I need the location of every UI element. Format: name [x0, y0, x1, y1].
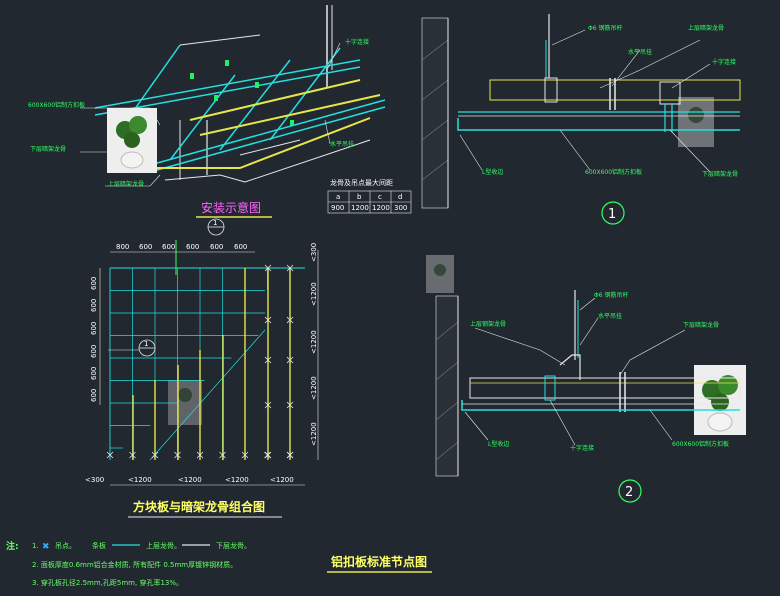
table-value-a: 900	[331, 204, 344, 212]
table-value-c: 1200	[372, 204, 390, 212]
hanger-cross	[219, 451, 226, 459]
node1-rod-label: Φ6 钢筋吊杆	[588, 24, 622, 32]
node2-number: 2	[625, 485, 633, 500]
hanger-cross	[129, 451, 136, 459]
install-perspective: 十字连接 600X600铝制方扣板 下层暗架龙骨 上层暗架龙骨 水平吊挂 安装示…	[28, 5, 386, 218]
hanger-cross	[286, 356, 294, 364]
hanger-cross	[106, 451, 114, 459]
note-3: 3. 穿孔板孔径2.5mm,孔距5mm, 穿孔率13%。	[32, 578, 183, 587]
label-lower-runner: 下层暗架龙骨	[30, 145, 66, 153]
node1-upper-label: 上层暗架龙骨	[688, 24, 724, 32]
hanger-cross	[286, 401, 294, 409]
grid-title: 方块板与暗架龙骨组合图	[133, 499, 265, 514]
note-1-d: 下层龙骨。	[216, 541, 251, 550]
table-value-b: 1200	[351, 204, 369, 212]
plant-image-5	[168, 380, 202, 425]
dim-right-4: <1200	[310, 376, 318, 400]
node1-number: 1	[608, 207, 616, 222]
hanger-cross	[151, 451, 159, 459]
hanger-cross	[264, 316, 272, 324]
label-upper-runner: 上层暗架龙骨	[108, 180, 144, 188]
label-panel: 600X600铝制方扣板	[28, 101, 85, 109]
spacing-table: 龙骨及吊点最大间距 a b c d 900 1200 1200 300	[327, 178, 412, 214]
dim-top-2: 600	[139, 243, 152, 251]
dim-left-6: 600	[90, 389, 98, 402]
hanger-cross	[286, 451, 294, 459]
dim-right-2: <1200	[310, 282, 318, 306]
section-mark-left: 1	[144, 340, 148, 348]
dim-left-2: 600	[90, 299, 98, 312]
note-1-c: 上层龙骨。	[146, 541, 181, 550]
dim-right-3: <1200	[310, 330, 318, 354]
hanger-cross	[264, 401, 272, 409]
plant-image-2	[694, 365, 746, 435]
hanger-cross	[286, 316, 294, 324]
dim-top-4: 600	[186, 243, 199, 251]
plant-image-4	[426, 255, 454, 293]
hanger-cross	[264, 451, 271, 459]
dim-bottom-1: <300	[85, 476, 104, 484]
dim-bottom-5: <1200	[270, 476, 294, 484]
node-detail-1: Φ6 钢筋吊杆 水平吊挂 上层暗架龙骨 十字连接 L型收边 600X600铝制方…	[421, 14, 741, 225]
table-header-d: d	[398, 193, 402, 201]
node2-lower-label: 下层暗架龙骨	[683, 321, 719, 329]
dim-top-1: 800	[116, 243, 129, 251]
note-1-prefix: 1.	[32, 542, 39, 550]
dim-top-6: 600	[234, 243, 247, 251]
plant-image-3	[678, 97, 714, 147]
node1-cross-label: 十字连接	[712, 58, 736, 66]
node1-panel-label: 600X600铝制方扣板	[585, 168, 642, 176]
node2-upper-label: 上层钢架龙骨	[470, 320, 506, 328]
note-1-a: 吊点。	[55, 542, 76, 550]
dim-bottom-3: <1200	[178, 476, 202, 484]
node-title: 铝扣板标准节点图	[331, 554, 427, 569]
hanger-cross	[264, 264, 272, 272]
dim-top-5: 600	[210, 243, 223, 251]
dim-left-1: 600	[90, 277, 98, 290]
node2-cross-label: 十字连接	[570, 444, 594, 452]
hanger-cross	[174, 451, 181, 459]
note-1-b: 条板	[92, 541, 106, 550]
node2-rod-label: Φ6 钢筋吊杆	[594, 291, 628, 299]
table-title: 龙骨及吊点最大间距	[330, 178, 393, 187]
dim-left-3: 600	[90, 322, 98, 335]
install-title: 安装示意图	[201, 200, 261, 215]
dim-right-1: <300	[310, 243, 318, 262]
section-mark-top: 1	[213, 219, 217, 227]
dim-left-4: 600	[90, 345, 98, 358]
table-header-a: a	[336, 193, 340, 201]
node1-lower-label: 下层暗架龙骨	[702, 170, 738, 178]
table-header-c: c	[378, 193, 382, 201]
node-detail-2: Φ6 钢筋吊杆 上层钢架龙骨 水平吊挂 下层暗架龙骨 L型收边 十字连接 600…	[435, 290, 741, 503]
table-header-b: b	[357, 193, 362, 201]
dim-left-5: 600	[90, 367, 98, 380]
dim-bottom-2: <1200	[128, 476, 152, 484]
label-cross-connect: 十字连接	[345, 38, 369, 46]
hanger-cross	[286, 264, 294, 272]
table-value-d: 300	[394, 204, 407, 212]
grid-diagonal-edge	[149, 329, 266, 461]
dim-top-3: 600	[162, 243, 175, 251]
dim-right-5: <1200	[310, 422, 318, 446]
node1-angle-label: L型收边	[482, 168, 503, 176]
node2-flat-label: 水平吊挂	[598, 312, 622, 320]
hanger-cross	[241, 451, 249, 459]
plant-image-1	[107, 108, 157, 173]
dim-bottom-4: <1200	[225, 476, 249, 484]
notes: 注: 1. ✖ 吊点。 条板 上层龙骨。 下层龙骨。 2. 面板厚度0.6mm铝…	[6, 540, 251, 587]
notes-label: 注:	[6, 540, 19, 552]
hanger-cross	[264, 356, 272, 364]
grid-plan: 1 800 600 600 600 600 600 1 600 600 600 …	[85, 218, 319, 518]
node2-panel-label: 600X600铝制方扣板	[672, 440, 729, 448]
note-2: 2. 面板厚度0.6mm铝合金材质, 所有配件 0.5mm厚镀锌钢材质。	[32, 560, 237, 569]
hanger-cross	[196, 451, 204, 459]
hanger-point-icon: ✖	[42, 542, 50, 552]
label-flat-hanger: 水平吊挂	[330, 140, 354, 148]
node1-flat-label: 水平吊挂	[628, 48, 652, 56]
node2-angle-label: L型收边	[488, 440, 509, 448]
